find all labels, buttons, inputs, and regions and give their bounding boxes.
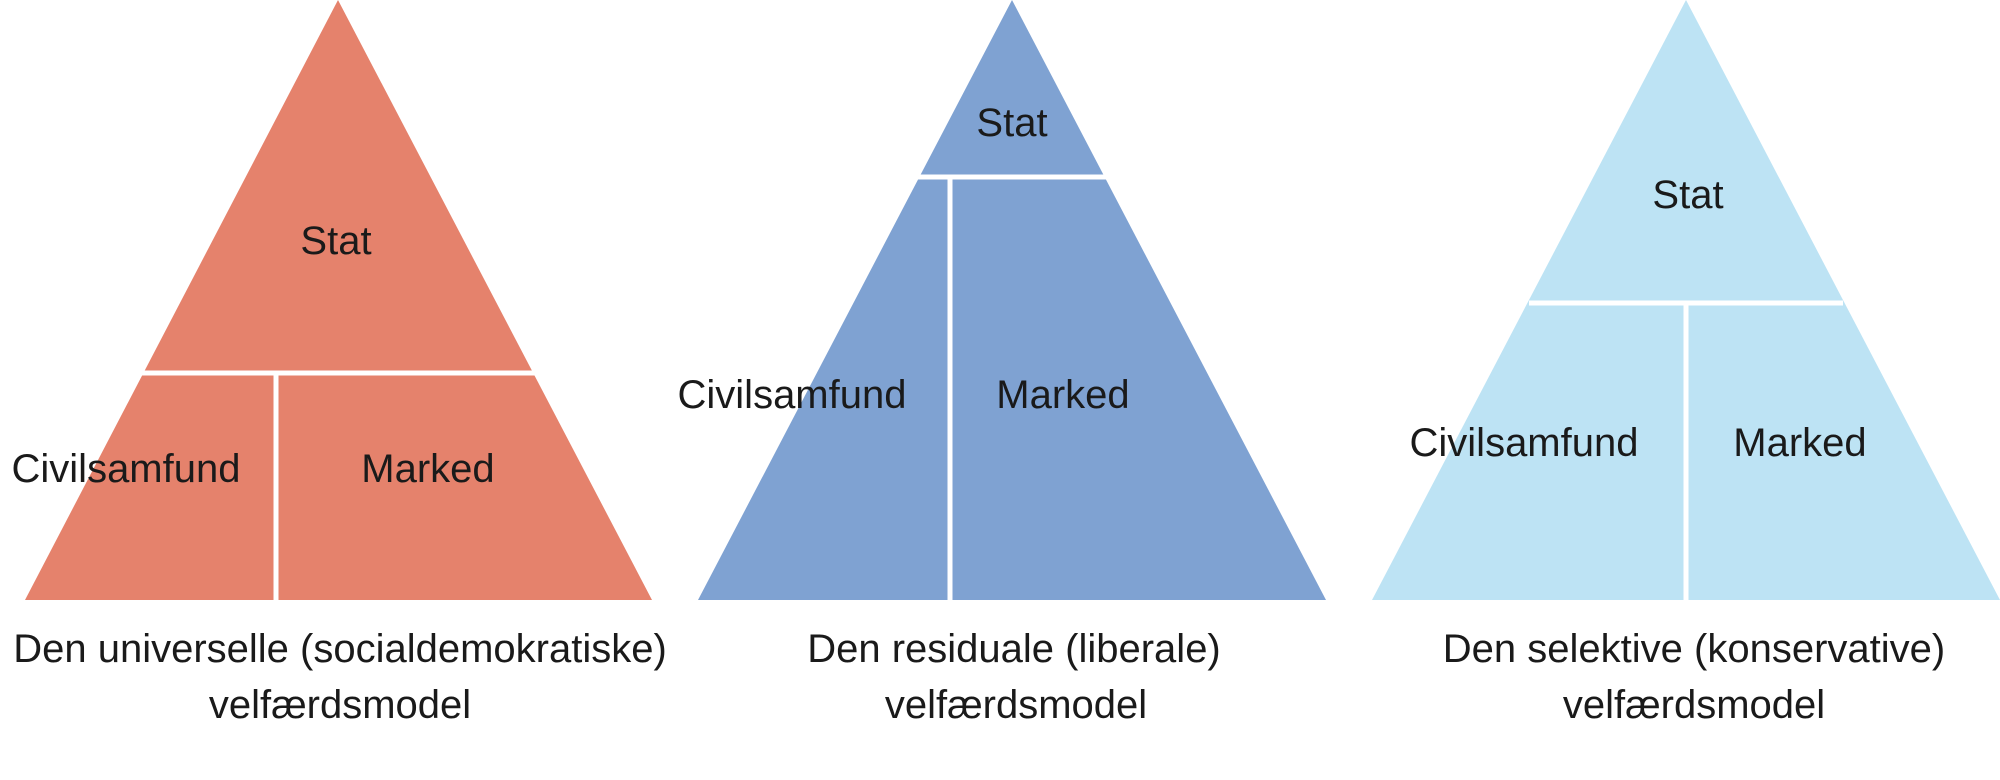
pyramid-universal-shape — [25, 0, 652, 600]
captions: Den universelle (socialdemokratiske) vel… — [13, 627, 1945, 727]
pyramid-universal-top-label: Stat — [300, 219, 371, 263]
pyramid-residual-bottom-left-label: Civilsamfund — [678, 373, 907, 417]
caption-selective-line2: velfærdsmodel — [1563, 683, 1825, 727]
pyramid-selective: Stat Civilsamfund Marked — [1372, 0, 2000, 600]
pyramid-residual-bottom-right-label: Marked — [996, 373, 1129, 417]
pyramid-universal-bottom-left-label: Civilsamfund — [12, 447, 241, 491]
caption-residual-line1: Den residuale (liberale) — [807, 627, 1221, 671]
pyramid-selective-top-label: Stat — [1652, 173, 1723, 217]
pyramid-residual: Stat Civilsamfund Marked — [678, 0, 1326, 600]
caption-universal-line1: Den universelle (socialdemokratiske) — [13, 627, 667, 671]
pyramid-universal-bottom-right-label: Marked — [361, 447, 494, 491]
pyramid-selective-bottom-left-label: Civilsamfund — [1410, 421, 1639, 465]
pyramid-residual-shape — [698, 0, 1326, 600]
pyramid-selective-shape — [1372, 0, 2000, 600]
caption-residual-line2: velfærdsmodel — [885, 683, 1147, 727]
pyramid-residual-top-label: Stat — [976, 101, 1047, 145]
pyramid-selective-bottom-right-label: Marked — [1733, 421, 1866, 465]
caption-selective-line1: Den selektive (konservative) — [1443, 627, 1945, 671]
caption-universal-line2: velfærdsmodel — [209, 683, 471, 727]
pyramid-universal: Stat Civilsamfund Marked — [12, 0, 652, 600]
